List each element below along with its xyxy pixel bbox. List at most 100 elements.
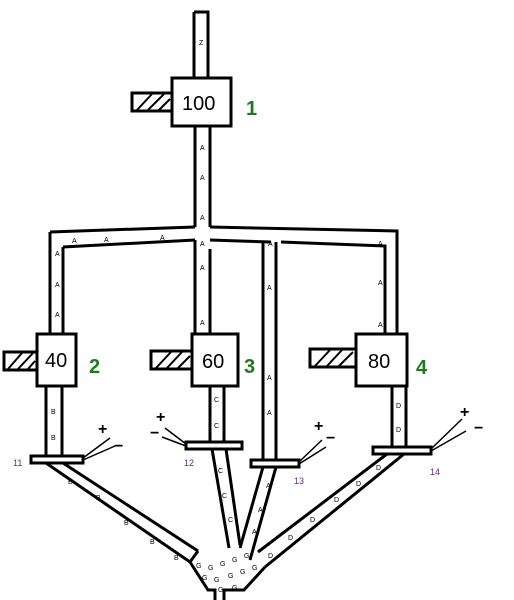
flow-g-1: G: [196, 563, 201, 570]
flow-a-6: A: [160, 235, 165, 242]
pipe-under-4: [390, 386, 408, 447]
inlet-pipe: [192, 10, 210, 78]
heater-1: [130, 91, 174, 113]
flow-b-5: B: [124, 520, 129, 527]
pipe-from-14: [257, 452, 405, 569]
plus-12: +: [156, 409, 165, 426]
plus-13: +: [314, 418, 323, 435]
wire-12: [161, 427, 187, 447]
flow-g-4: G: [232, 557, 237, 564]
plate-12-label: 12: [184, 458, 194, 468]
flow-d-1: D: [396, 403, 401, 410]
plate-11: [29, 454, 85, 465]
plate-13-label: 13: [294, 476, 304, 486]
flow-b-3: B: [68, 479, 73, 486]
flow-a-16: A: [267, 375, 272, 382]
box-4-value: 80: [368, 351, 390, 373]
flow-a-17: A: [267, 410, 272, 417]
flow-a-5: A: [104, 237, 109, 244]
flow-a-21: A: [258, 507, 263, 514]
flow-c-3: C: [218, 468, 223, 475]
flow-g-8: G: [228, 573, 233, 580]
flow-c-5: C: [228, 517, 233, 524]
plate-11-label: 11: [13, 458, 22, 468]
wire-13: [298, 439, 327, 465]
flow-a-10: A: [55, 251, 60, 258]
minus-11: −: [114, 438, 123, 455]
minus-14: −: [474, 420, 483, 437]
flow-c-4: C: [222, 493, 227, 500]
branch-13: [261, 242, 278, 460]
flow-a-14: A: [200, 320, 205, 327]
flow-a-11: A: [55, 282, 60, 289]
plate-14: [371, 445, 433, 456]
flow-b-2: B: [51, 435, 56, 442]
flow-a-19: A: [378, 322, 383, 329]
flow-a-12: A: [55, 312, 60, 319]
flow-b-7: B: [174, 555, 179, 562]
wire-11: [82, 437, 116, 461]
minus-12: −: [150, 425, 159, 442]
branch-3: [193, 240, 212, 334]
flow-letters: Z A A A A A A A A A A A A A A A A A A A …: [51, 40, 401, 594]
collector: [188, 550, 267, 600]
flow-a-9: A: [378, 241, 383, 248]
pipe-from-12: [210, 448, 242, 549]
manifold: [48, 225, 399, 334]
flow-b-6: B: [150, 539, 155, 546]
pipe-from-11: [45, 461, 199, 564]
flow-g-6: G: [202, 575, 207, 582]
flow-g-7: G: [214, 577, 219, 584]
heater-3: [149, 349, 194, 371]
flow-g-10: G: [252, 565, 257, 572]
flow-a-4: A: [72, 238, 77, 245]
flow-a-2: A: [200, 175, 205, 182]
pipe-under-3: [208, 386, 226, 442]
flow-c-1: C: [214, 397, 219, 404]
flow-z: Z: [199, 40, 204, 47]
box-3-value: 60: [202, 351, 224, 373]
flow-a-7: A: [200, 241, 205, 248]
stage-1-label: 1: [246, 98, 257, 120]
flow-d-3: D: [376, 465, 381, 472]
flow-g-9: G: [240, 569, 245, 576]
flow-c-2: C: [214, 423, 219, 430]
box-2-value: 40: [45, 350, 67, 372]
pipe-under-2: [44, 386, 64, 456]
flow-a-20: A: [266, 483, 271, 490]
heater-2: [2, 350, 39, 372]
flow-a-3: A: [200, 215, 205, 222]
flow-d-7: D: [288, 535, 293, 542]
plus-14: +: [460, 404, 469, 421]
flow-a-22: A: [252, 529, 257, 536]
stage-4-label: 4: [416, 357, 428, 379]
wire-14: [430, 418, 467, 452]
flow-d-8: D: [268, 553, 273, 560]
flow-a-13: A: [200, 265, 205, 272]
plus-11: +: [98, 421, 107, 438]
flow-b-4: B: [96, 495, 101, 502]
flow-g-11: G: [218, 587, 223, 594]
flow-a-15: A: [267, 285, 272, 292]
flow-d-6: D: [310, 517, 315, 524]
pipe-from-13: [238, 466, 278, 561]
main-pipe: [193, 126, 212, 227]
flow-g-12: G: [232, 585, 237, 592]
flow-b-1: B: [51, 409, 56, 416]
flow-g-2: G: [208, 565, 213, 572]
plate-12: [184, 440, 244, 451]
stage-3-label: 3: [244, 356, 255, 378]
flow-g-3: G: [220, 561, 225, 568]
flow-a-18: A: [378, 280, 383, 287]
flow-d-4: D: [356, 481, 361, 488]
flow-a-1: A: [200, 145, 205, 152]
heater-4: [308, 347, 358, 369]
flow-a-8: A: [268, 241, 273, 248]
stage-2-label: 2: [89, 356, 100, 378]
box-1-value: 100: [182, 93, 215, 115]
plate-13: [249, 458, 301, 469]
flow-d-5: D: [334, 497, 339, 504]
minus-13: −: [326, 430, 335, 447]
flow-g-5: G: [244, 553, 249, 560]
